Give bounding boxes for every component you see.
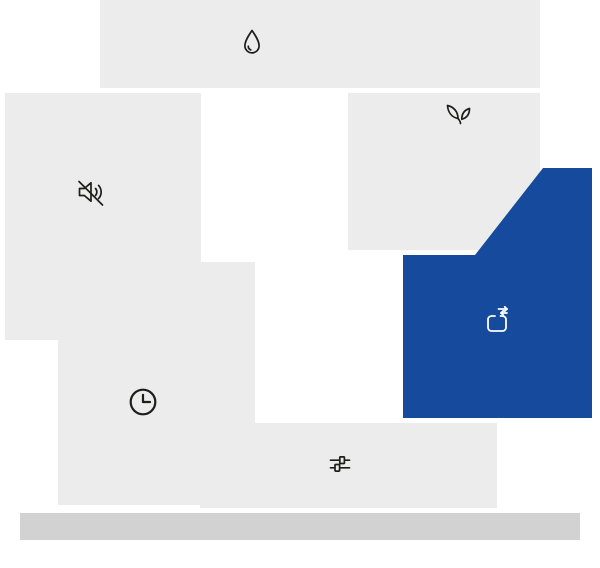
bottom-bar — [20, 513, 580, 540]
tile-water[interactable] — [100, 0, 540, 88]
swap-box-icon — [487, 305, 508, 332]
clock-icon — [129, 388, 157, 416]
tile-settings[interactable] — [200, 423, 497, 508]
water-drop-icon — [244, 29, 260, 54]
sliders-icon — [329, 456, 351, 472]
speaker-mute-icon — [78, 180, 104, 206]
leaves-icon — [446, 104, 471, 125]
